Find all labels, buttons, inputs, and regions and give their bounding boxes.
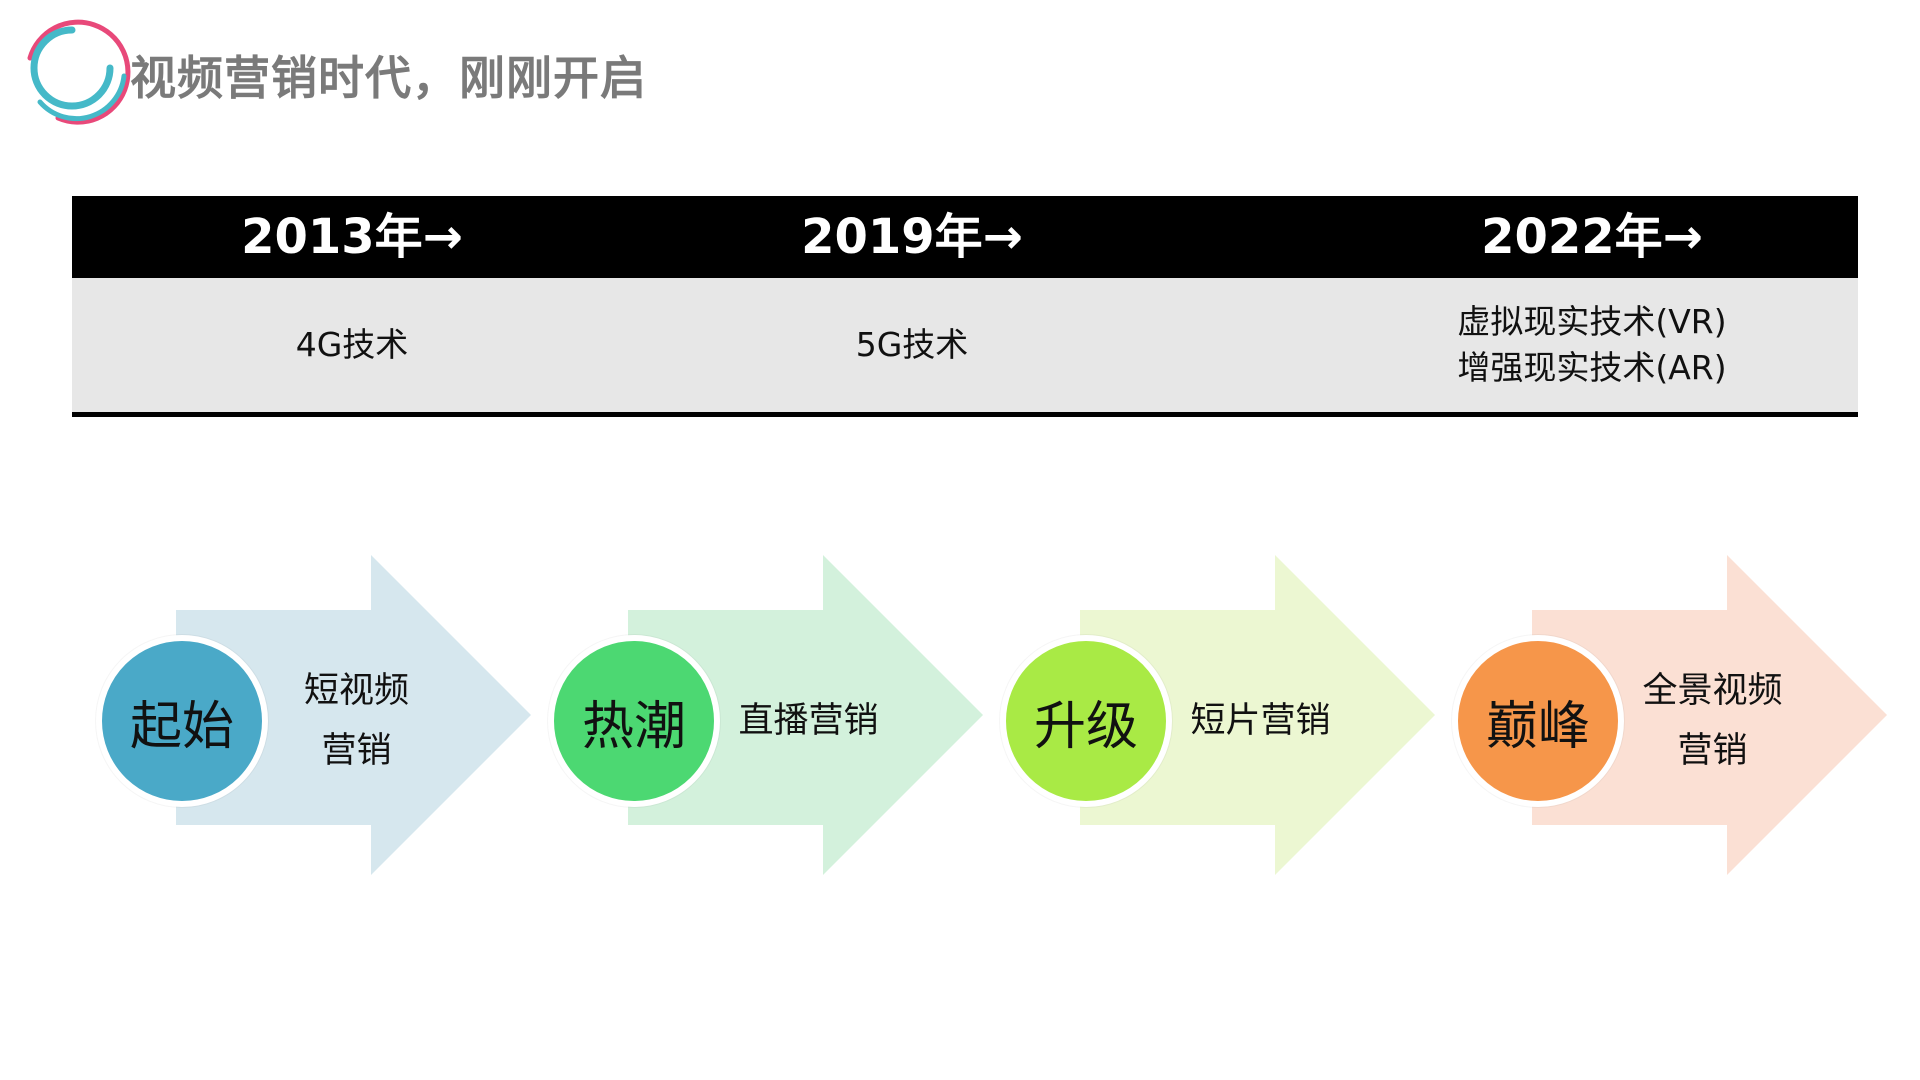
timeline-year-2019: 2019年→	[801, 209, 1023, 265]
stage-peak: 巅峰 全景视频 营销	[1452, 555, 1892, 885]
tech-label: 虚拟现实技术(VR)	[1457, 302, 1727, 341]
arrow-fill	[1532, 555, 1887, 875]
stage-description: 全景视频 营销	[1630, 661, 1795, 781]
tech-label: 4G技术	[295, 325, 409, 364]
timeline-body	[72, 278, 1858, 412]
arrow-fill	[176, 555, 531, 875]
stage-desc-line: 营销	[321, 731, 392, 771]
stage-flow: 起始 短视频 营销 热潮 直播营销 升级 短片营销	[0, 555, 1920, 885]
stage-desc-line: 全景视频	[1642, 671, 1783, 711]
arrow-shape	[1080, 555, 1435, 875]
stage-circle: 起始	[96, 635, 268, 807]
logo-icon	[27, 19, 131, 125]
stage-description: 短片营销	[1178, 661, 1343, 781]
stage-label: 升级	[1033, 696, 1138, 757]
tech-label: 5G技术	[855, 325, 969, 364]
timeline-tech-2022: 虚拟现实技术(VR) 增强现实技术(AR)	[1312, 278, 1872, 412]
stage-start: 起始 短视频 营销	[96, 555, 536, 885]
timeline-year-2013: 2013年→	[241, 209, 463, 265]
timeline-tech-2019: 5G技术	[632, 278, 1192, 412]
stage-desc-line: 短片营销	[1190, 701, 1331, 741]
timeline-year-2022: 2022年→	[1481, 209, 1703, 265]
arrow-shape	[628, 555, 983, 875]
arrow-shape	[176, 555, 531, 875]
arrow-fill	[1080, 555, 1435, 875]
stage-desc-line: 营销	[1677, 731, 1748, 771]
stage-description: 直播营销	[726, 661, 891, 781]
timeline-tech-2013: 4G技术	[72, 278, 632, 412]
tech-label: 增强现实技术(AR)	[1457, 348, 1727, 387]
arrow-fill	[628, 555, 983, 875]
logo-pink-ring	[27, 19, 131, 125]
stage-description: 短视频 营销	[274, 661, 439, 781]
page-title: 视频营销时代，刚刚开启	[130, 51, 647, 105]
stage-desc-line: 短视频	[303, 671, 409, 711]
timeline-table: 2013年→ 2019年→ 2022年→ 4G技术 5G技术 虚拟现实技术(VR…	[72, 196, 1858, 419]
stage-label: 巅峰	[1485, 696, 1590, 757]
stage-boom: 热潮 直播营销	[548, 555, 988, 885]
stage-circle: 热潮	[548, 635, 720, 807]
timeline-bottom-rule	[72, 412, 1858, 417]
stage-circle: 升级	[1000, 635, 1172, 807]
logo-teal-ring	[30, 26, 114, 110]
stage-circle: 巅峰	[1452, 635, 1624, 807]
arrow-shape	[1532, 555, 1887, 875]
stage-label: 起始	[129, 696, 234, 757]
logo-teal-arc	[37, 73, 127, 122]
timeline-header	[72, 196, 1858, 278]
stage-upgrade: 升级 短片营销	[1000, 555, 1440, 885]
stage-desc-line: 直播营销	[738, 701, 879, 741]
stage-label: 热潮	[581, 696, 686, 757]
